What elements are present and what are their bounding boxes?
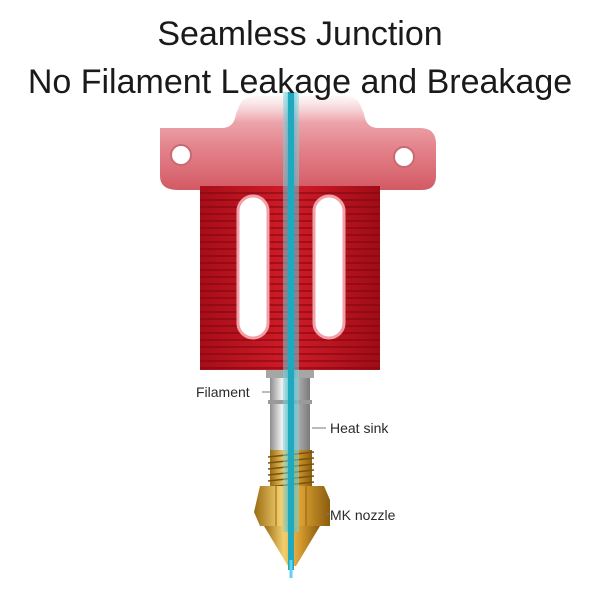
- label-heat-sink: Heat sink: [330, 420, 389, 436]
- mount-hole-right: [393, 146, 415, 168]
- headline-line-2: No Filament Leakage and Breakage: [27, 63, 573, 101]
- filament-path: [283, 92, 299, 578]
- cooling-slot-right: [312, 194, 346, 340]
- headline-line-1: Seamless Junction: [157, 15, 443, 53]
- mount-hole-left: [170, 144, 192, 166]
- cooling-slot-left: [236, 194, 270, 340]
- label-mk-nozzle: MK nozzle: [330, 507, 396, 523]
- mounting-plate: [150, 92, 450, 190]
- label-filament: Filament: [196, 384, 250, 400]
